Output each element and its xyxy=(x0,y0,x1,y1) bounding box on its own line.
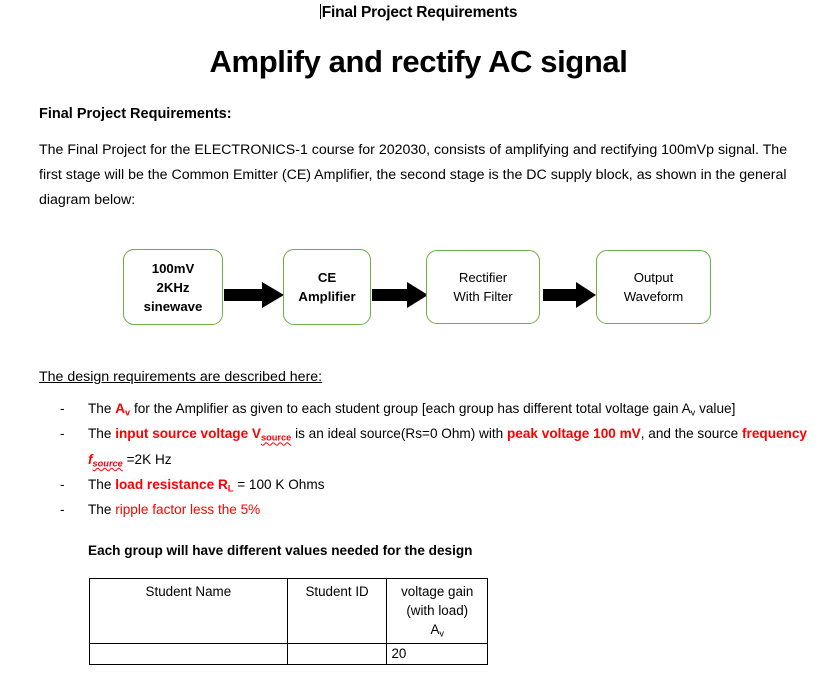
diagram-block-rectifier: Rectifier With Filter xyxy=(426,250,540,324)
label-load-resistance: load resistance RL xyxy=(115,476,234,494)
req-text-and-source: , and the source xyxy=(640,426,743,442)
table-caption: Each group will have different values ne… xyxy=(88,543,473,558)
student-requirements-table: Student Name Student ID voltage gain (wi… xyxy=(89,577,488,666)
gain-header-line-2: (with load) xyxy=(406,603,469,618)
bullet-marker: - xyxy=(60,426,65,442)
req-text-the: The xyxy=(88,476,116,492)
req-text-load-value: = 100 K Ohms xyxy=(233,476,325,492)
diagram-arrow-1 xyxy=(224,282,284,308)
label-frequency: frequency xyxy=(742,426,807,442)
diagram-block-output: Output Waveform xyxy=(596,250,711,324)
requirement-item-input-source-voltage: - The input source voltage Vsource is an… xyxy=(39,423,809,474)
symbol-av: Av xyxy=(115,401,131,418)
section-heading: Final Project Requirements: xyxy=(39,106,232,122)
column-header-student-id: Student ID xyxy=(286,577,388,645)
running-header: Final Project Requirements xyxy=(0,4,837,22)
column-header-voltage-gain: voltage gain (with load) Av xyxy=(386,577,488,645)
label-input-source-voltage: input source voltage xyxy=(115,426,252,442)
requirement-item-ripple-factor: - The ripple factor less the 5% xyxy=(39,499,809,520)
diagram-block-amplifier-line-1: CE xyxy=(317,270,337,285)
arrow-right-icon xyxy=(372,282,428,308)
page-title: Amplify and rectify AC signal xyxy=(209,44,628,79)
cell-student-id[interactable] xyxy=(286,643,388,666)
requirements-heading: The design requirements are described he… xyxy=(39,369,323,385)
intro-paragraph: The Final Project for the ELECTRONICS-1 … xyxy=(39,142,788,208)
diagram-block-source: 100mV 2KHz sinewave xyxy=(123,249,223,325)
req-text-the: The xyxy=(88,401,116,416)
diagram-arrow-3 xyxy=(543,282,596,308)
diagram-block-rectifier-line-2: With Filter xyxy=(453,289,513,304)
requirement-item-voltage-gain: - The Av for the Amplifier as given to e… xyxy=(39,398,809,423)
req-text-frequency-value: =2K Hz xyxy=(122,451,172,467)
diagram-arrow-2 xyxy=(372,282,428,308)
arrow-right-icon xyxy=(543,282,596,308)
gain-header-line-1: voltage gain xyxy=(401,584,474,599)
diagram-block-source-line-2: 2KHz xyxy=(156,279,190,295)
diagram-block-output-line-1: Output xyxy=(633,270,674,285)
column-header-student-name: Student Name xyxy=(89,577,288,645)
bullet-marker: - xyxy=(60,401,65,416)
arrow-right-icon xyxy=(224,282,284,308)
cell-student-name[interactable] xyxy=(89,643,288,666)
diagram-block-amplifier: CE Amplifier xyxy=(283,249,371,325)
diagram-block-amplifier-line-2: Amplifier xyxy=(298,289,356,304)
req-text-gain-rest: for the Amplifier as given to each stude… xyxy=(130,401,682,416)
table-header-row: Student Name Student ID voltage gain (wi… xyxy=(89,577,488,645)
symbol-av-2: Av xyxy=(681,401,696,418)
table-row: 20 xyxy=(89,643,488,666)
symbol-v-source: Vsource xyxy=(251,426,292,443)
diagram-block-source-line-1: 100mV xyxy=(151,260,195,276)
requirement-item-load-resistance: - The load resistance RL = 100 K Ohms xyxy=(39,474,809,499)
diagram-block-output-line-2: Waveform xyxy=(623,289,684,304)
diagram-block-rectifier-line-1: Rectifier xyxy=(458,270,508,285)
bullet-marker: - xyxy=(60,476,65,492)
label-peak-voltage: peak voltage 100 mV xyxy=(507,426,641,442)
req-text-ideal-source: is an ideal source(Rs=0 Ohm) with xyxy=(291,426,507,442)
requirements-list: - The Av for the Amplifier as given to e… xyxy=(39,398,809,520)
gain-header-symbol: Av xyxy=(430,622,444,639)
req-text-the: The xyxy=(88,426,116,442)
text-cursor xyxy=(319,4,321,19)
bullet-marker: - xyxy=(60,502,65,518)
block-diagram: 100mV 2KHz sinewave CE Amplifier Rectifi… xyxy=(0,240,837,340)
diagram-block-source-line-3: sinewave xyxy=(143,298,203,314)
cell-voltage-gain[interactable]: 20 xyxy=(386,643,488,666)
label-ripple-factor: ripple factor less the 5% xyxy=(115,502,261,518)
symbol-f-source: fsource xyxy=(88,451,123,468)
req-text-gain-tail: value] xyxy=(695,401,736,416)
running-header-text: Final Project Requirements xyxy=(321,4,518,21)
req-text-the: The xyxy=(88,502,116,518)
